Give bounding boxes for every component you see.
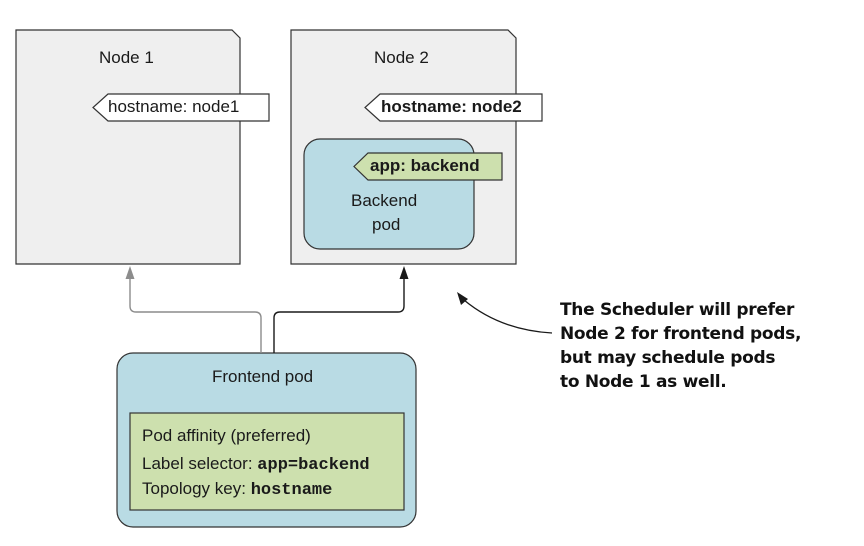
topology-key-key: Topology key: [142,479,251,498]
callout-line: but may schedule pods [560,348,776,368]
label-selector-value: app=backend [257,456,370,475]
callout-arrow [463,299,553,334]
node-1-title: Node 1 [99,48,154,67]
arrow-to-node-2 [273,278,405,353]
arrow-to-node-1 [129,278,262,353]
callout-line: to Node 1 as well. [560,372,727,392]
arrow-to-node-2-head [399,266,409,279]
node-1-box [15,29,241,265]
frontend-pod-title: Frontend pod [212,367,314,386]
node-2-hostname-tag [364,93,543,122]
node-1-hostname-label: hostname: node1 [108,97,240,116]
backend-app-label: app: backend [370,156,480,175]
backend-app-tag [353,152,503,181]
callout-arrow-head [457,292,468,305]
node-2-title: Node 2 [374,48,429,67]
callout-line: The Scheduler will prefer [560,300,795,320]
pod-affinity-box [129,412,405,511]
topology-key-line: Topology key: hostname [142,479,332,500]
node-1-hostname-tag [92,93,270,122]
label-selector-line: Label selector: app=backend [142,454,370,475]
label-selector-key: Label selector: [142,454,258,473]
backend-pod-name-line2: pod [372,215,401,234]
pod-affinity-heading: Pod affinity (preferred) [142,426,311,445]
topology-key-value: hostname [250,481,333,500]
arrow-to-node-1-head [125,266,135,279]
callout-line: Node 2 for frontend pods, [560,324,802,344]
node-2-hostname-label: hostname: node2 [381,97,522,116]
backend-pod-name-line1: Backend [351,191,418,210]
scheduler-callout: The Scheduler will prefer Node 2 for fro… [560,298,850,394]
